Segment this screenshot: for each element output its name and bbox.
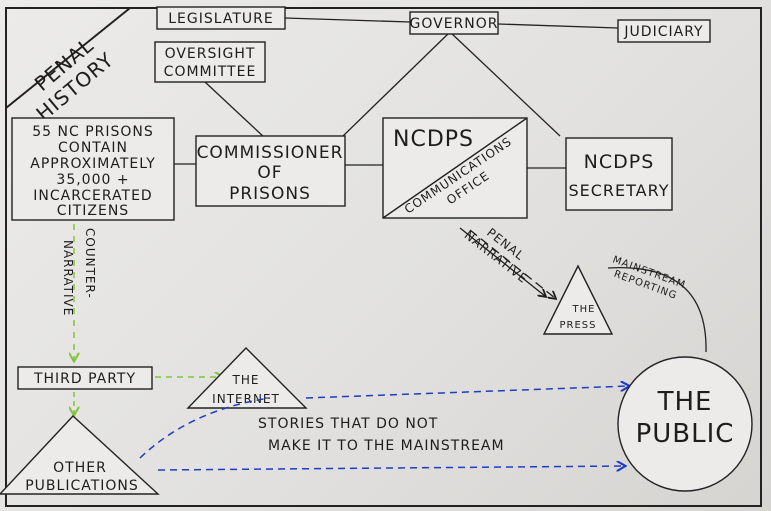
third-party-label: THIRD PARTY [33,371,136,387]
counter-narrative-label: COUNTER- NARRATIVE [61,228,97,316]
mainstream-reporting-arc [607,266,707,353]
prisons-line-5: INCARCERATED [33,188,152,204]
legislature-box [156,6,286,30]
oversight-label-1: OVERSIGHT [165,46,256,62]
oversight-committee-box [154,41,266,83]
legislature-label: LEGISLATURE [168,11,274,27]
secretary-line-1: NCDPS [584,151,655,173]
judiciary-label: JUDICIARY [623,24,703,40]
oversight-label-2: COMMITTEE [164,64,257,80]
commissioner-line-2: OF [257,163,282,183]
counter-label-1: COUNTER- [83,228,97,299]
mainstream-label: MAINSTREAM REPORTING [611,254,687,301]
ncdps-label: NCDPS [393,127,474,152]
ncdps-secretary-box [565,137,673,211]
unreported-stories-arrows [139,386,628,470]
secretary-line-2: SECRETARY [568,181,669,200]
diagram-title: PENAL HISTORY [30,33,119,126]
internet-line-1: THE [232,373,260,387]
third-party-box [17,366,153,390]
public-line-1: THE [657,387,713,417]
prisons-line-2: CONTAIN [58,140,128,156]
judiciary-box [617,19,711,43]
prisons-line-1: 55 NC PRISONS [32,124,154,140]
commissioner-line-1: COMMISSIONER [197,143,344,163]
press-line-2: PRESS [560,320,597,331]
other-publications-triangle [0,415,160,495]
the-internet-triangle [186,347,308,409]
ncdps-divider [382,117,528,219]
governor-box [409,11,499,35]
internet-line-2: INTERNET [212,392,280,406]
publications-line-2: PUBLICATIONS [25,478,139,494]
stories-line-2: MAKE IT TO THE MAINSTREAM [268,438,505,454]
commissioner-box [195,135,346,207]
public-line-2: PUBLIC [636,419,735,449]
prisons-line-4: 35,000 + [56,172,129,188]
press-line-1: THE [572,304,596,315]
connector-lines [174,17,619,169]
publications-line-1: OTHER [53,460,107,476]
counter-label-2: NARRATIVE [61,240,75,316]
prisons-line-3: APPROXIMATELY [30,156,156,172]
the-press-triangle [542,264,614,335]
the-public-circle [617,356,753,492]
penal-narrative-label: PENAL NARRATIVE [462,225,531,286]
commissioner-line-3: PRISONS [229,184,311,204]
title-divider [5,7,131,109]
penal-narrative-arrows [459,227,555,298]
nc-prisons-box [11,117,175,221]
stories-line-1: STORIES THAT DO NOT [258,416,438,432]
prisons-line-6: CITIZENS [57,203,129,219]
outer-frame [5,7,762,507]
governor-label: GOVERNOR [410,16,499,32]
